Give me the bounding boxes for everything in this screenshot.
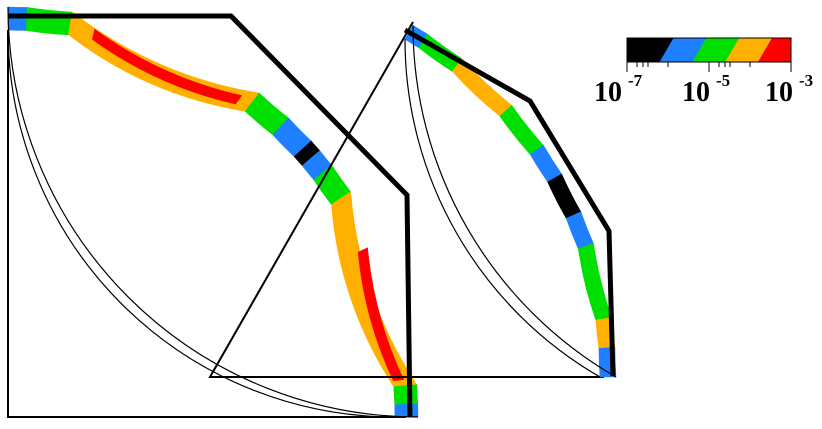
right-shell — [404, 24, 617, 378]
right-shell-outer-edge — [412, 25, 617, 378]
tick-1-exponent: -7 — [628, 71, 643, 90]
left-shell-outer-edge — [7, 6, 419, 418]
left-shell — [7, 6, 419, 418]
left-shell-band-9 — [393, 384, 419, 406]
right-outer-boundary — [403, 27, 616, 377]
colorbar-stripe-1 — [659, 38, 707, 62]
right-shell-band-7 — [577, 243, 613, 321]
right-panel — [208, 21, 617, 378]
colorbar-tick-label-1: 10 -7 — [594, 71, 643, 108]
colorbar-stripe-3 — [725, 38, 773, 62]
colorbar-stripe-0 — [627, 38, 675, 62]
colorbar: 10 -7 10 -5 10 -3 — [594, 37, 813, 108]
left-shell-band-0 — [7, 6, 28, 31]
left-inner-band-0 — [92, 28, 243, 105]
colorbar-tick-marks — [626, 62, 792, 72]
left-panel — [7, 6, 419, 418]
left-shell-inner-edge — [7, 29, 396, 418]
left-shell-band-10 — [394, 403, 419, 418]
left-outer-boundary — [8, 13, 413, 418]
right-shell-band-6 — [565, 211, 594, 250]
colorbar-tick-label-2: 10 -5 — [682, 71, 730, 108]
right-shell-inner-edge — [404, 39, 601, 378]
right-inner-boundary — [208, 21, 604, 378]
tick-3-base: 10 — [765, 77, 793, 108]
colorbar-stripe-4 — [757, 38, 791, 62]
left-shell-band-8 — [331, 191, 418, 387]
left-inner-band-1 — [357, 247, 405, 381]
tick-2-exponent: -5 — [716, 71, 730, 90]
left-inner-boundary — [7, 30, 406, 418]
colorbar-tick-label-3: 10 -3 — [765, 71, 813, 108]
tick-1-base: 10 — [594, 77, 622, 108]
tick-2-base: 10 — [682, 77, 710, 108]
colorbar-stripe-2 — [692, 38, 740, 62]
left-shell-band-1 — [25, 7, 73, 36]
colorbar-stripes — [627, 38, 791, 62]
tick-3-exponent: -3 — [799, 71, 813, 90]
